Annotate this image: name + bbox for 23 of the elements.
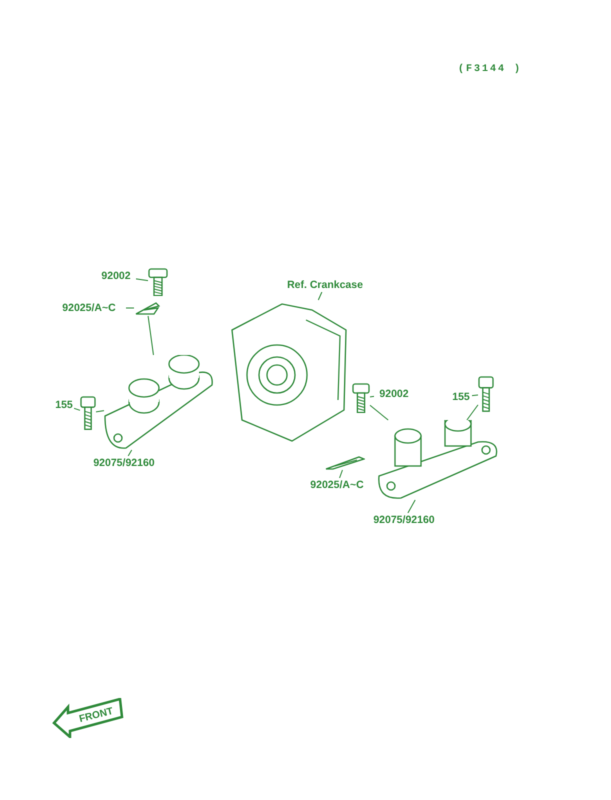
leader-line — [128, 450, 132, 456]
shim-drawing — [325, 456, 365, 470]
leader-line — [370, 404, 389, 420]
leader-line — [318, 292, 322, 300]
bolt-drawing — [478, 376, 494, 412]
leader-line — [466, 404, 478, 420]
engine-mount-drawing — [104, 355, 216, 450]
leader-line — [370, 396, 374, 398]
leader-line — [148, 316, 154, 356]
engine-mount-drawing — [375, 420, 500, 500]
leader-line — [407, 500, 416, 514]
leader-line — [96, 410, 104, 412]
washer-drawing — [134, 300, 160, 316]
part-number: 155 — [54, 398, 74, 412]
leader-line — [74, 408, 80, 411]
figure-code: (F3144 ) — [458, 64, 522, 75]
leader-line — [136, 278, 148, 282]
bolt-drawing — [352, 383, 370, 413]
leader-line — [472, 394, 478, 396]
bolt-drawing — [148, 268, 168, 296]
leader-line — [339, 470, 343, 478]
direction-label: FRONT — [78, 706, 114, 725]
bolt-drawing — [80, 396, 96, 430]
